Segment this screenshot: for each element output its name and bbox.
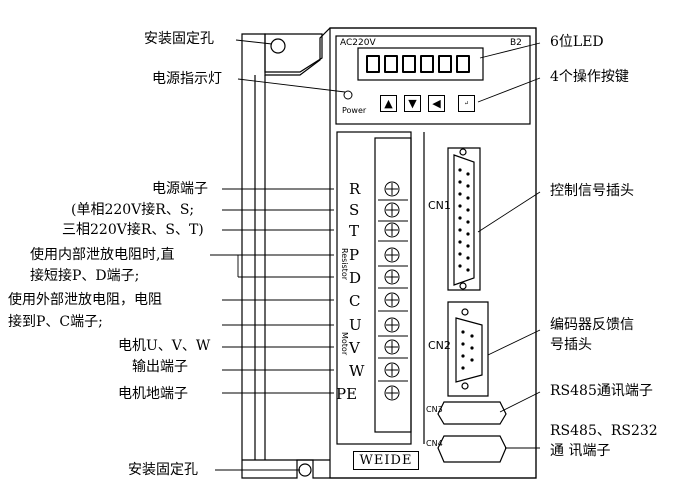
label-rs485-232-2: 通 讯端子 (550, 443, 611, 459)
terminal-screw (384, 247, 400, 263)
cn1-connector (447, 147, 481, 291)
label-mount-top: 安装固定孔 (144, 31, 214, 47)
terminal-label-d: D (349, 269, 362, 287)
leader-mount-top (235, 39, 273, 45)
voltage-label: AC220V (340, 38, 376, 48)
led-window (357, 47, 484, 81)
label-motor-ground: 电机地端子 (118, 386, 188, 402)
terminal-screw (384, 385, 400, 401)
terminal-label-w: W (349, 362, 365, 380)
led-digit (438, 55, 452, 73)
cn4-label: CN4 (426, 439, 443, 448)
down-button[interactable]: ▼ (404, 95, 421, 112)
label-mount-bottom: 安装固定孔 (128, 462, 198, 478)
power-led (343, 90, 353, 100)
terminal-screw (384, 181, 400, 197)
led-digit (384, 55, 398, 73)
terminal-label-s: S (349, 201, 360, 219)
label-power-terminal-1: 电源端子 (152, 181, 208, 197)
terminal-label-u: U (349, 316, 362, 334)
mount-hole-bottom (298, 463, 312, 477)
terminal-label-r: R (349, 180, 361, 198)
enter-button[interactable]: ↵ (458, 95, 475, 112)
cn1-label: CN1 (428, 199, 451, 212)
led-digit (420, 55, 434, 73)
terminal-screw (384, 362, 400, 378)
label-internal-resistor-2: 接短接P、D端子; (30, 268, 140, 284)
led-digit (456, 55, 470, 73)
cn2-connector (447, 301, 489, 397)
terminal-label-t: T (349, 222, 360, 240)
label-rs485-232-1: RS485、RS232 (550, 423, 658, 439)
leader-led (479, 42, 541, 59)
terminal-screw (384, 292, 400, 308)
enter-icon: ↵ (463, 100, 470, 107)
cn3-port (437, 401, 507, 425)
terminal-label-pe: PE (336, 385, 358, 403)
leader-power-led (237, 78, 346, 93)
cn2-label: CN2 (428, 339, 451, 352)
label-power-terminal-3: 三相220V接R、S、T) (62, 222, 204, 238)
cn2-pins (461, 330, 474, 370)
brand-label: WEIDE (353, 451, 419, 470)
cn4-port (437, 435, 507, 463)
cn3-label: CN3 (426, 405, 443, 414)
led-digit (402, 55, 416, 73)
motor-label: Motor (340, 332, 349, 356)
mount-tab-top (264, 33, 323, 73)
label-motor-output-2: 输出端子 (132, 359, 188, 375)
label-external-resistor-1: 使用外部泄放电阻，电阻 (8, 292, 162, 308)
label-external-resistor-2: 接到P、C端子; (8, 314, 103, 330)
display-section (335, 35, 531, 125)
power-label: Power (342, 106, 367, 115)
label-internal-resistor-1: 使用内部泄放电阻时,直 (30, 247, 175, 263)
label-motor-output-1: 电机U、V、W (118, 338, 211, 354)
cn1-pins (458, 168, 470, 272)
terminal-label-p: P (349, 246, 360, 264)
leader-encoder (487, 329, 541, 356)
terminal-screw (384, 202, 400, 218)
leader-keys (477, 77, 541, 103)
terminal-block (374, 137, 412, 433)
label-led: 6位LED (550, 34, 604, 50)
leader-rs485 (499, 391, 541, 413)
label-power-terminal-2: (单相220V接R、S; (71, 202, 195, 218)
resistor-label: Resistor (340, 248, 349, 280)
led-digit (366, 55, 380, 73)
label-control-signal: 控制信号插头 (550, 183, 634, 199)
model-label: B2 (510, 38, 522, 48)
mount-hole-top (270, 38, 286, 54)
label-encoder-1: 编码器反馈信 (550, 317, 634, 333)
terminal-label-v: V (349, 339, 360, 357)
terminal-screw (384, 269, 400, 285)
label-rs485: RS485通讯端子 (550, 383, 653, 399)
label-power-led: 电源指示灯 (152, 71, 222, 87)
front-panel (329, 27, 537, 479)
label-keys: 4个操作按键 (550, 69, 629, 85)
terminal-screws (378, 181, 408, 401)
terminal-screw (384, 317, 400, 333)
left-button[interactable]: ◀ (428, 95, 445, 112)
up-button[interactable]: ▲ (380, 95, 397, 112)
terminal-label-c: C (349, 292, 361, 310)
terminal-screw (384, 339, 400, 355)
terminal-screw (384, 222, 400, 238)
label-encoder-2: 号插头 (550, 337, 592, 353)
leader-control (477, 191, 541, 233)
